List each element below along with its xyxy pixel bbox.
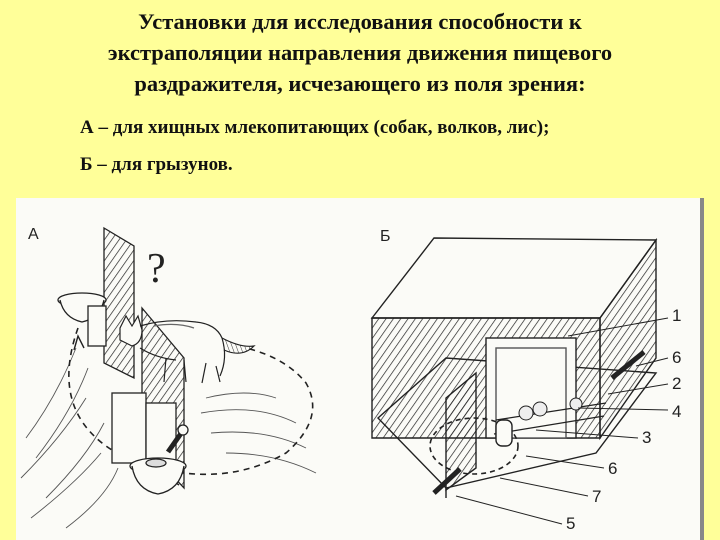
callout-4: 4	[672, 402, 682, 421]
title-line-1: Установки для исследования способности к	[138, 9, 582, 34]
callout-lines	[455, 317, 669, 525]
dashed-zone	[429, 417, 519, 475]
food-cans	[518, 397, 583, 421]
title-line-3: раздражителя, исчезающего из поля зрения…	[134, 71, 586, 96]
callout-1: 1	[672, 306, 682, 325]
callout-5: 5	[566, 514, 576, 533]
panel-a-label: А	[28, 226, 39, 243]
bowl-bottom	[129, 424, 189, 495]
panel-b-drawing	[370, 237, 669, 525]
question-mark: ?	[147, 246, 166, 292]
callout-7: 7	[592, 487, 602, 506]
callout-6-top: 6	[672, 348, 682, 367]
caption-item-a: А – для хищных млекопитающих (собак, вол…	[80, 117, 550, 138]
slide-title: Установки для исследования способности к…	[0, 6, 720, 99]
callout-6-bottom: 6	[608, 459, 618, 478]
food-path-ellipse	[68, 327, 314, 476]
panel-b-label: Б	[380, 228, 391, 245]
caption-item-b: Б – для грызунов.	[80, 154, 233, 175]
bowl-top	[57, 292, 107, 347]
callout-2: 2	[672, 374, 682, 393]
screen-back	[103, 226, 135, 380]
panel-a-drawing	[20, 226, 317, 529]
ground-lines	[20, 347, 317, 529]
title-line-2: экстраполяции направления движения пищев…	[107, 40, 613, 65]
experiment-setups-figure: ?	[16, 198, 704, 540]
figure-drawing: ?	[20, 198, 704, 540]
callout-3: 3	[642, 428, 652, 447]
fox-figure	[119, 314, 256, 384]
